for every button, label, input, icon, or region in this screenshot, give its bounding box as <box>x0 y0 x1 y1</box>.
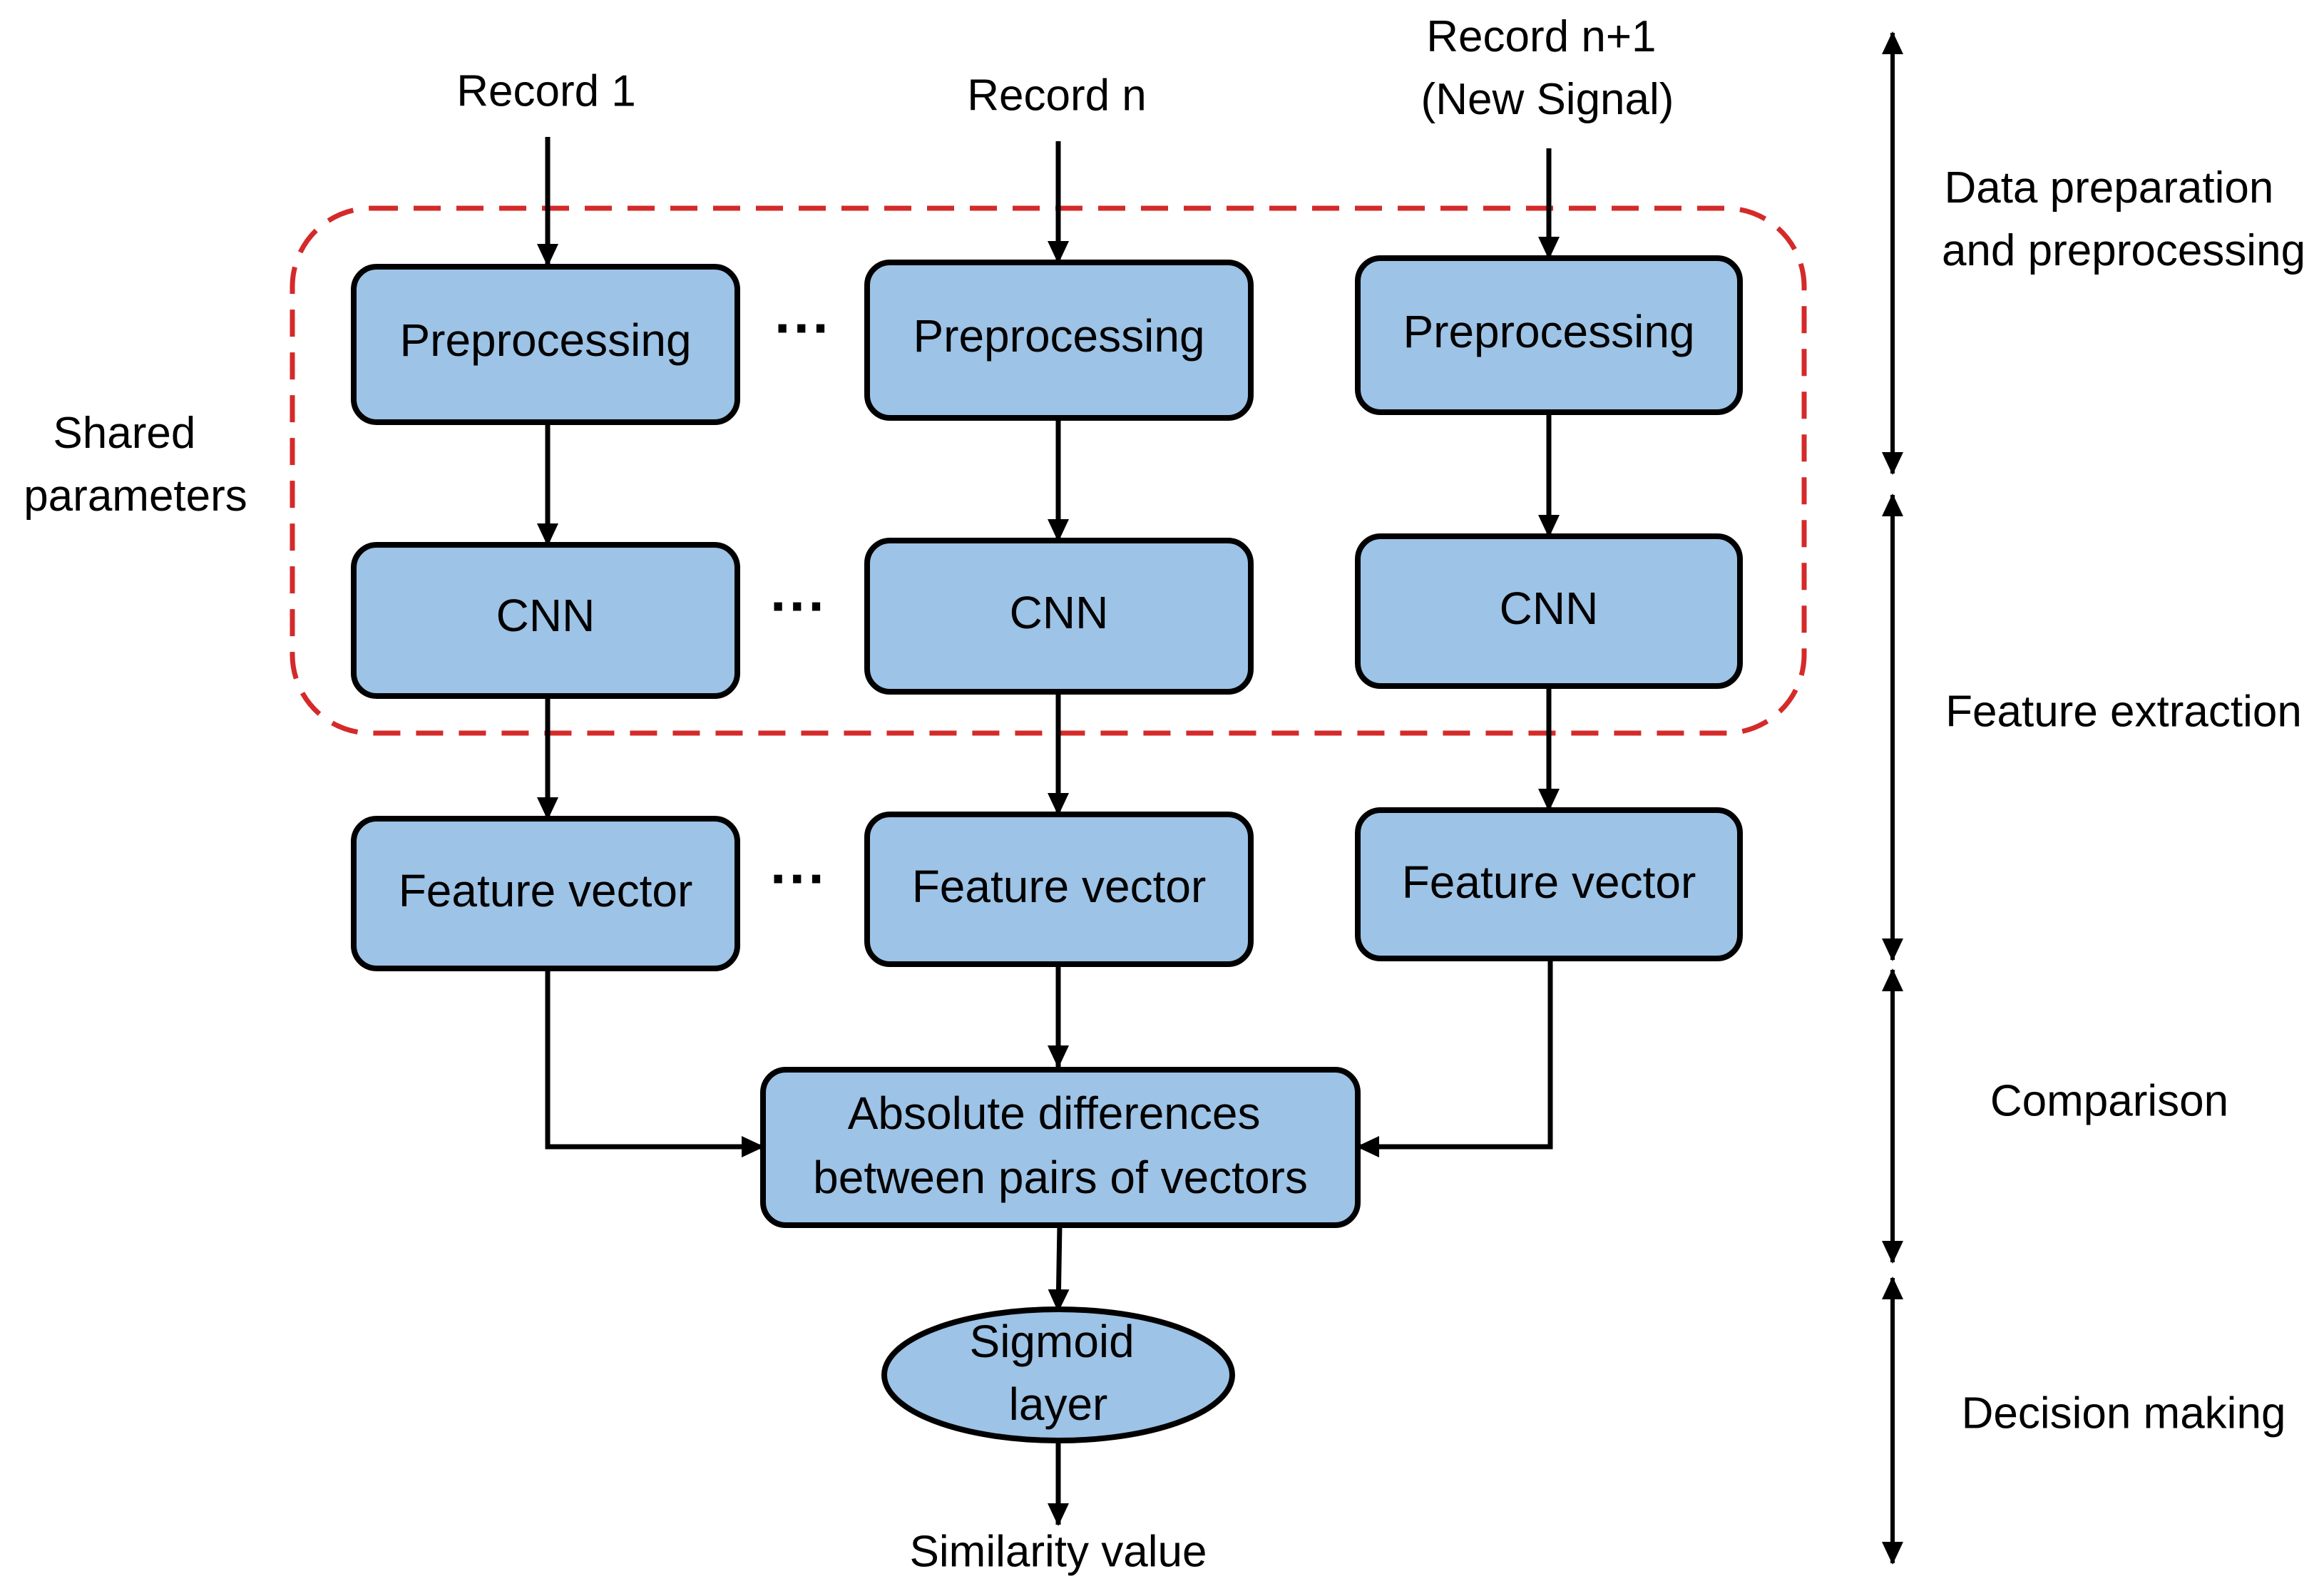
cnn-node-new: CNN <box>1355 533 1743 689</box>
svg-text:Feature vector: Feature vector <box>1402 856 1696 908</box>
stage-label-comparison: Comparison <box>1990 1076 2228 1125</box>
ellipsis-preprocessing-row: ··· <box>774 296 831 359</box>
absolute-differences-node: Absolute differences between pairs of ve… <box>760 1067 1361 1228</box>
stage-label-feature-extraction: Feature extraction <box>1945 687 2302 736</box>
edge-abs-diff-to-sigmoid <box>1048 1224 1070 1312</box>
ellipsis-cnn-row: ··· <box>770 574 827 638</box>
svg-text:Absolute differences bet: Absolute differences between pairs of ve… <box>813 1088 1308 1203</box>
sigmoid-layer-node: Sigmoid layer <box>881 1306 1235 1443</box>
svg-text:Preprocessing: Preprocessing <box>913 310 1204 362</box>
stage-label-data-preparation: Data preparation and preprocessing <box>1942 163 2305 275</box>
input-record-n-label: Record n <box>967 71 1147 120</box>
similarity-value-label: Similarity value <box>910 1527 1207 1576</box>
svg-text:Feature vector: Feature vector <box>912 861 1207 912</box>
input-record-1-label: Record 1 <box>456 66 636 116</box>
ellipsis-feature-vector-row: ··· <box>770 846 827 910</box>
feature-vector-node-new: Feature vector <box>1355 807 1743 961</box>
svg-text:Preprocessing: Preprocessing <box>399 314 691 366</box>
preprocessing-node-n: Preprocessing <box>864 260 1254 421</box>
feature-vector-node-n: Feature vector <box>864 812 1254 967</box>
svg-text:CNN: CNN <box>496 590 595 641</box>
svg-text:Feature vector: Feature vector <box>399 865 693 916</box>
shared-parameters-label: Shared parameters <box>24 409 247 521</box>
preprocessing-node-new: Preprocessing <box>1355 255 1743 415</box>
svg-text:Sigmoid layer: Sigmoid layer <box>970 1316 1147 1430</box>
preprocessing-node-1: Preprocessing <box>351 264 740 425</box>
input-record-new-label: Record n+1 (New Signal) <box>1421 12 1674 124</box>
edge-feature-vector-new-to-abs-diff <box>1356 958 1553 1157</box>
svg-text:CNN: CNN <box>1010 587 1109 638</box>
svg-text:Preprocessing: Preprocessing <box>1403 306 1694 357</box>
svg-text:CNN: CNN <box>1500 583 1599 634</box>
edge-feature-vector-1-to-abs-diff <box>545 968 764 1157</box>
feature-vector-node-1: Feature vector <box>351 816 740 971</box>
cnn-node-n: CNN <box>864 538 1254 695</box>
cnn-node-1: CNN <box>351 542 740 699</box>
stage-label-decision-making: Decision making <box>1962 1388 2286 1438</box>
